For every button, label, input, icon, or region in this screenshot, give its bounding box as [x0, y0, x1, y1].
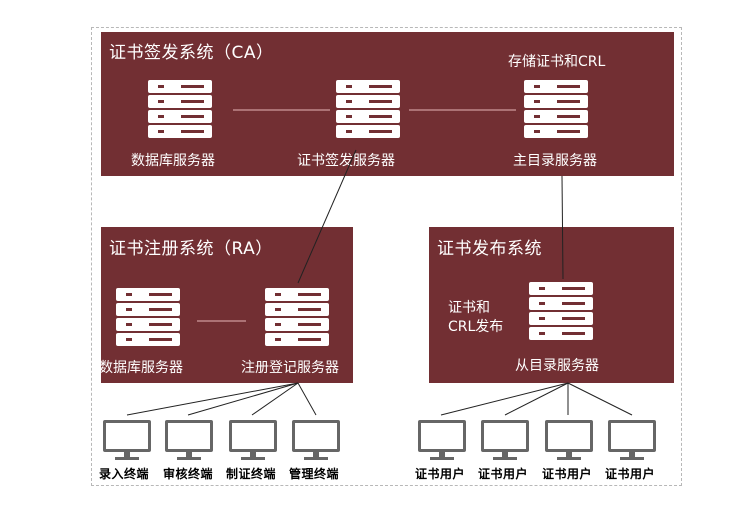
user-label: 证书用户	[415, 467, 466, 481]
system-boundary	[91, 27, 682, 486]
pub-panel-title: 证书发布系统	[437, 239, 542, 259]
ca-storage-note: 存储证书和CRL	[508, 54, 606, 70]
monitor-icon	[481, 420, 529, 460]
terminal-label: 审核终端	[163, 467, 214, 481]
server-icon	[524, 80, 588, 138]
server-icon	[529, 282, 593, 340]
ca-database-server-label: 数据库服务器	[131, 153, 215, 169]
ra-database-server-label: 数据库服务器	[99, 360, 183, 376]
server-icon	[336, 80, 400, 138]
pub-note-line1: 证书和	[448, 300, 490, 316]
ca-signing-server-label: 证书签发服务器	[297, 153, 395, 169]
monitor-icon	[103, 420, 151, 460]
ra-panel-title: 证书注册系统（RA）	[109, 239, 273, 259]
pub-slave-directory-label: 从目录服务器	[515, 358, 599, 374]
monitor-icon	[545, 420, 593, 460]
monitor-icon	[418, 420, 466, 460]
ra-registration-server-label: 注册登记服务器	[241, 360, 339, 376]
server-icon	[148, 80, 212, 138]
terminal-label: 录入终端	[99, 467, 150, 481]
monitor-icon	[229, 420, 277, 460]
monitor-icon	[608, 420, 656, 460]
terminal-label: 制证终端	[226, 467, 277, 481]
ca-panel-title: 证书签发系统（CA）	[109, 43, 274, 63]
monitor-icon	[165, 420, 213, 460]
server-icon	[265, 288, 329, 346]
pub-note-line2: CRL发布	[448, 319, 504, 335]
user-label: 证书用户	[605, 467, 656, 481]
user-label: 证书用户	[478, 467, 529, 481]
user-label: 证书用户	[542, 467, 593, 481]
terminal-label: 管理终端	[289, 467, 340, 481]
server-icon	[116, 288, 180, 346]
monitor-icon	[292, 420, 340, 460]
ca-master-directory-label: 主目录服务器	[513, 153, 597, 169]
